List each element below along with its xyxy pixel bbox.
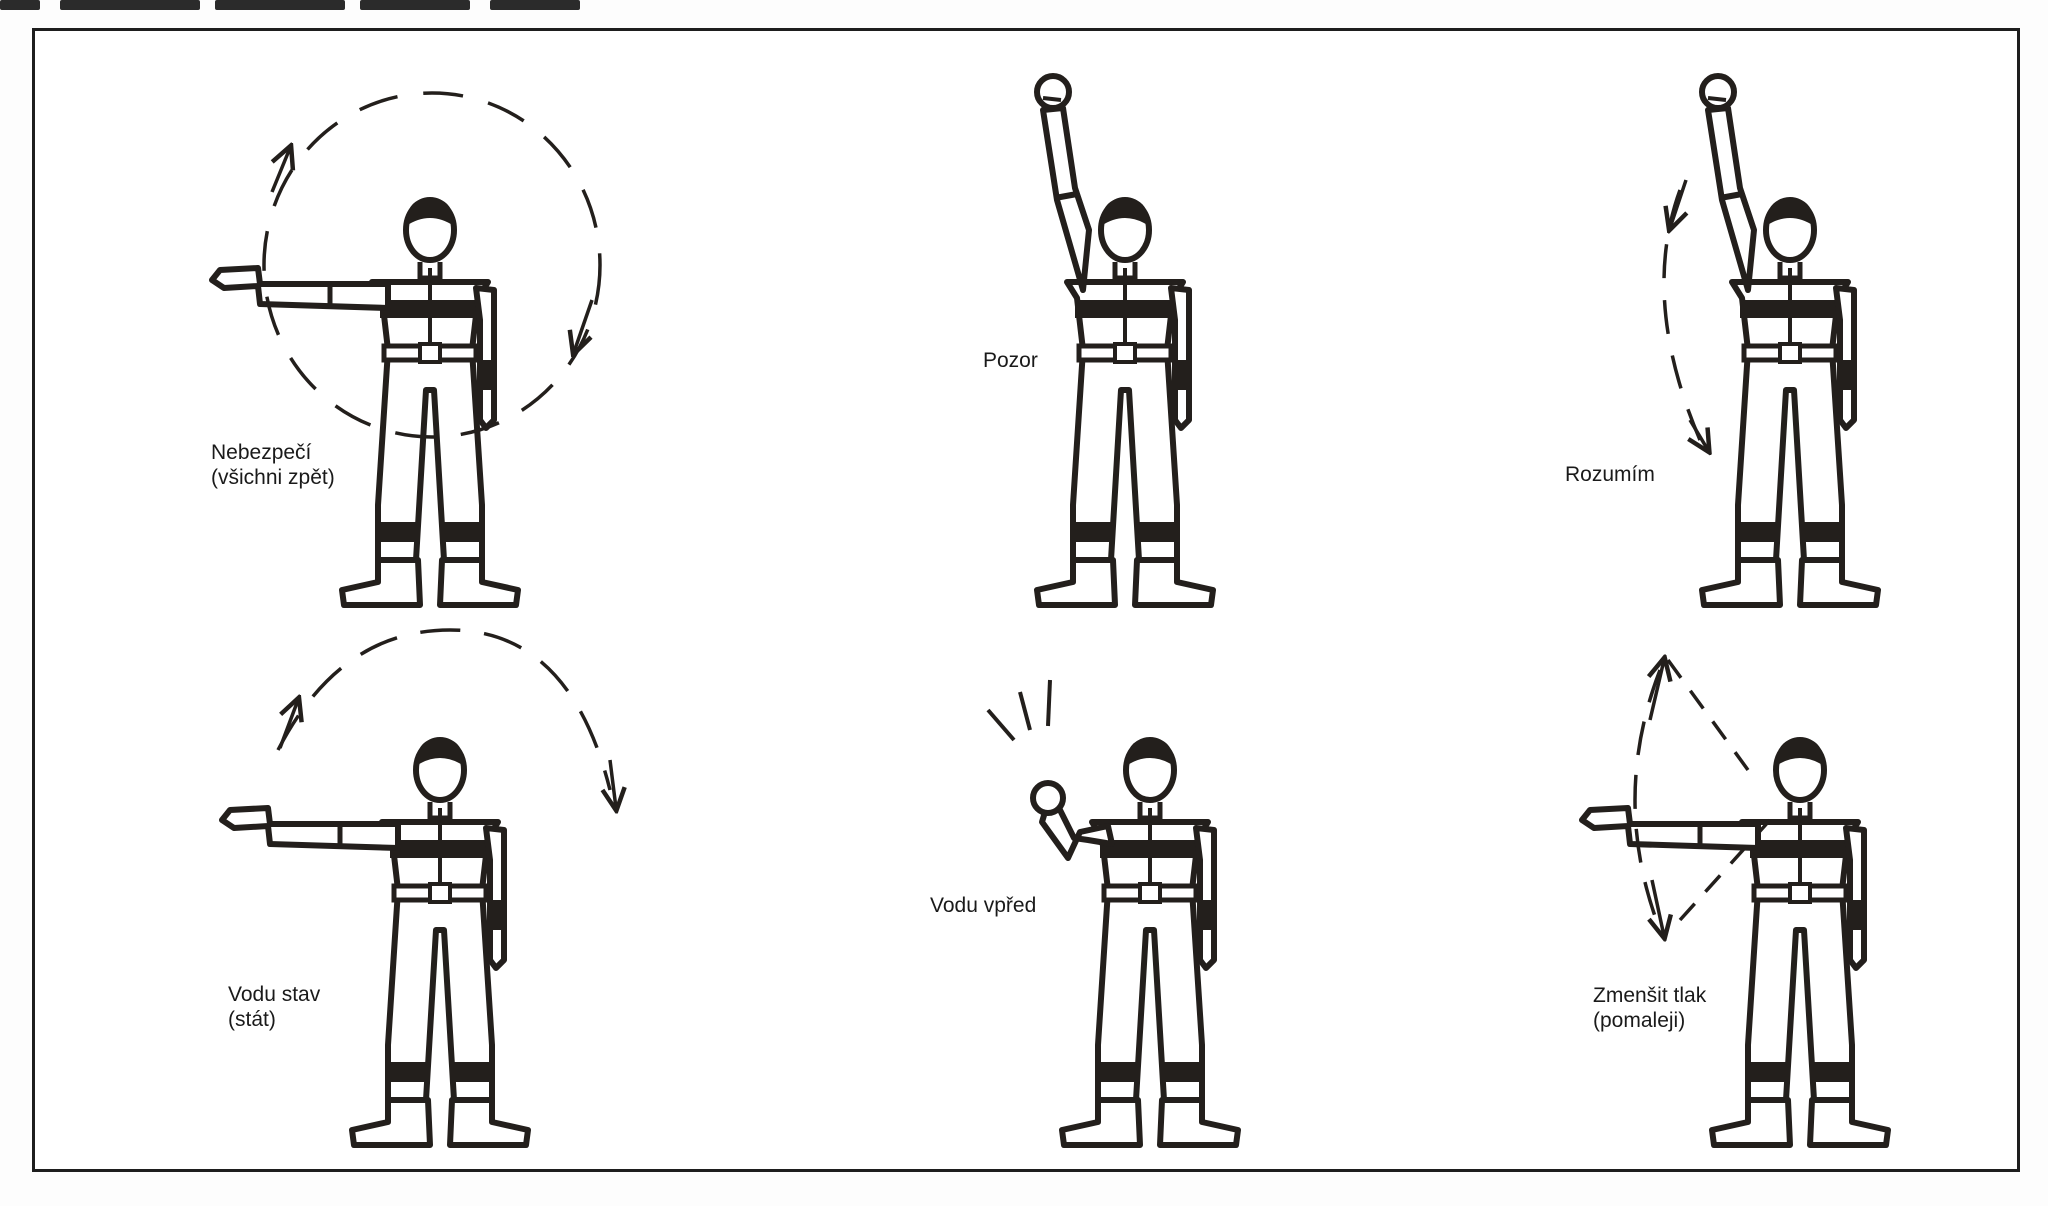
label-nebezpeci: Nebezpečí (všichni zpět) — [211, 440, 335, 490]
label-rozumim: Rozumím — [1565, 462, 1655, 487]
cropped-heading-strip — [0, 0, 2048, 14]
label-vodu-stav-line-1: Vodu stav — [228, 983, 321, 1006]
figure-vodu-vpred — [986, 679, 1238, 1145]
figure-nebezpeci — [212, 91, 602, 605]
label-zmensit-tlak: Zmenšit tlak (pomaleji) — [1593, 983, 1706, 1033]
figure-rozumim — [1662, 76, 1878, 605]
label-vodu-vpred: Vodu vpřed — [930, 893, 1036, 918]
label-rozumim-line-1: Rozumím — [1565, 463, 1655, 486]
label-vodu-stav: Vodu stav (stát) — [228, 982, 320, 1032]
label-pozor-line-1: Pozor — [983, 349, 1038, 372]
label-zmensit-tlak-line-1: Zmenšit tlak — [1593, 984, 1707, 1007]
label-pozor: Pozor — [983, 348, 1038, 373]
figure-pozor — [1037, 76, 1213, 605]
label-vodu-vpred-line-1: Vodu vpřed — [930, 894, 1037, 917]
label-zmensit-tlak-line-2: (pomaleji) — [1593, 1009, 1686, 1032]
label-nebezpeci-line-2: (všichni zpět) — [211, 466, 335, 489]
figure-vodu-stav — [222, 628, 616, 1145]
figure-zmensit-tlak — [1582, 660, 1888, 1145]
label-nebezpeci-line-1: Nebezpečí — [211, 441, 312, 464]
label-vodu-stav-line-2: (stát) — [228, 1008, 276, 1031]
